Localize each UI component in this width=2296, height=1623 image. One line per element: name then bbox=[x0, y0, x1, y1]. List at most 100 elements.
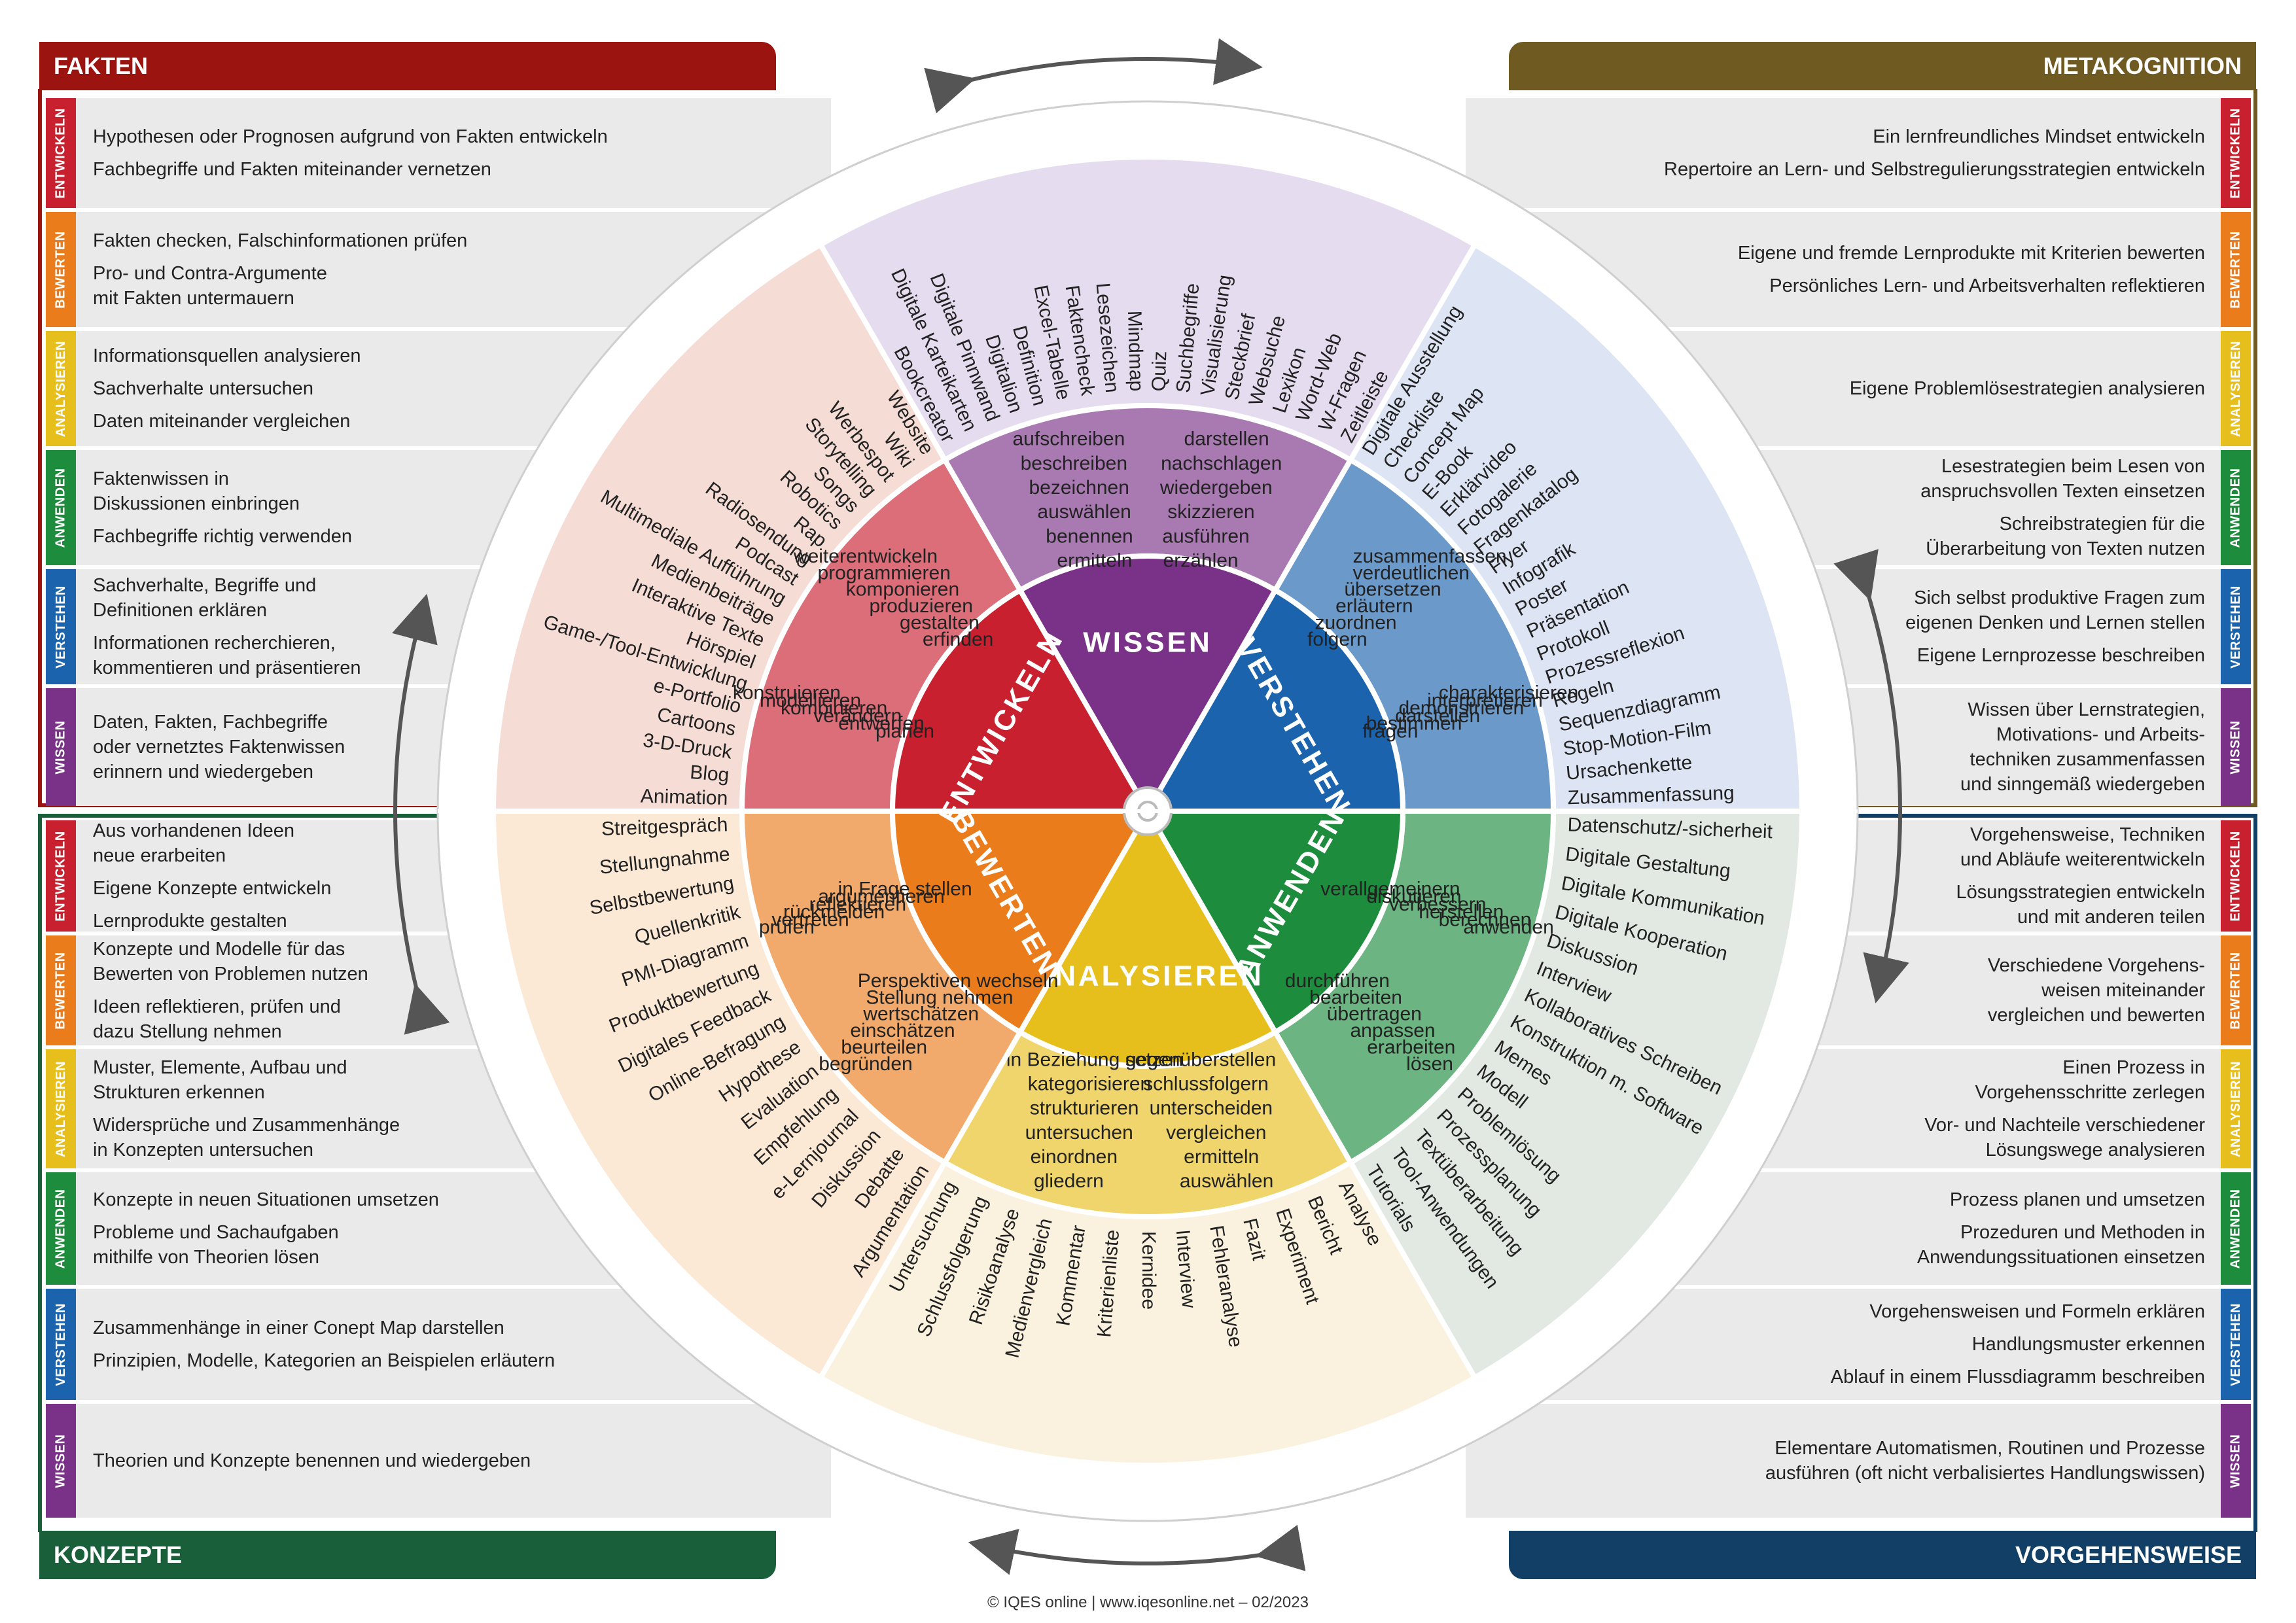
competence-line: Wissen über Lernstrategien, Motivations-… bbox=[1960, 699, 2205, 795]
competence-line: Ablauf in einem Flussdiagramm beschreibe… bbox=[1830, 1367, 2205, 1387]
meta-level-tag: ANWENDEN bbox=[2221, 450, 2251, 565]
verb: skizzieren bbox=[1167, 501, 1254, 523]
verb: demonstrieren bbox=[1398, 697, 1524, 719]
verb: kombinieren bbox=[781, 697, 887, 719]
competence-line: Eigene und fremde Lernprodukte mit Krite… bbox=[1737, 243, 2205, 264]
meta-level-tag: WISSEN bbox=[2221, 688, 2251, 806]
fakten-row-text: Sachverhalte, Begriffe und Definitionen … bbox=[93, 569, 818, 684]
fakten-row-text: Hypothesen oder Prognosen aufgrund von F… bbox=[93, 98, 818, 208]
competence-line: Fachbegriffe richtig verwenden bbox=[93, 526, 353, 547]
verb: verbessern bbox=[1389, 894, 1486, 915]
konzepte-row-text: Konzepte und Modelle für das Bewerten vo… bbox=[93, 935, 818, 1045]
verb: darstellen bbox=[1395, 705, 1480, 727]
sector-analysieren-core bbox=[1016, 805, 1279, 1069]
header-metakognition: METAKOGNITION bbox=[1509, 42, 2256, 90]
header-metakognition-title: METAKOGNITION bbox=[2043, 52, 2242, 79]
meta-level-tag: ENTWICKELN bbox=[2221, 98, 2251, 208]
competence-line: Persönliches Lern- und Arbeitsverhalten … bbox=[1769, 275, 2205, 296]
cycle-arrow-right bbox=[1833, 549, 1909, 1003]
competence-line: Lesestrategien beim Lesen von anspruchsv… bbox=[1920, 456, 2205, 502]
verb: benennen bbox=[1046, 525, 1133, 547]
competence-line: Probleme und Sachaufgaben mithilfe von T… bbox=[93, 1222, 339, 1268]
verb: weiterentwickeln bbox=[793, 546, 938, 567]
competence-line: Vor- und Nachteile verschiedener Lösungs… bbox=[1924, 1115, 2205, 1161]
vorgehen-row-text: Einen Prozess in Vorgehensschritte zerle… bbox=[1479, 1049, 2205, 1168]
competence-line: Lösungsstrategien entwickeln und mit and… bbox=[1956, 882, 2205, 928]
verb: lösen bbox=[1406, 1053, 1453, 1075]
header-konzepte-title: KONZEPTE bbox=[54, 1541, 183, 1568]
meta-row-text: Wissen über Lernstrategien, Motivations-… bbox=[1479, 688, 2205, 806]
competence-line: Eigene Konzepte entwickeln bbox=[93, 878, 332, 899]
verb: erzählen bbox=[1163, 550, 1239, 571]
competence-line: Fachbegriffe und Fakten miteinander vern… bbox=[93, 159, 491, 180]
verb: entwerfen bbox=[838, 713, 925, 735]
competence-line: Sachverhalte, Begriffe und Definitionen … bbox=[93, 575, 317, 621]
verb: reflektieren bbox=[809, 894, 906, 915]
verb: bestimmen bbox=[1366, 713, 1462, 735]
competence-line: Handlungsmuster erkennen bbox=[1971, 1334, 2205, 1355]
vorgehen-level-tag: ENTWICKELN bbox=[2221, 820, 2251, 932]
fakten-level-tag: BEWERTEN bbox=[46, 212, 76, 327]
verb: Stellung nehmen bbox=[866, 986, 1013, 1008]
footer-copyright: © IQES online | www.iqesonline.net – 02/… bbox=[987, 1594, 1309, 1611]
verb: bezeichnen bbox=[1029, 477, 1129, 498]
verb: folgern bbox=[1307, 629, 1368, 650]
competence-line: Informationen recherchieren, kommentiere… bbox=[93, 633, 361, 678]
verb: zusammenfassen bbox=[1352, 546, 1506, 567]
header-konzepte: KONZEPTE bbox=[39, 1531, 776, 1579]
verb: wiedergeben bbox=[1159, 477, 1273, 498]
verb: vertreten bbox=[771, 909, 849, 930]
verb: einordnen bbox=[1031, 1146, 1118, 1168]
vorgehen-level-tag: VERSTEHEN bbox=[2221, 1289, 2251, 1400]
verb: einschätzen bbox=[850, 1020, 955, 1041]
competence-line: Hypothesen oder Prognosen aufgrund von F… bbox=[93, 126, 608, 147]
competence-line: Sich selbst produktive Fragen zum eigene… bbox=[1905, 587, 2205, 633]
sector-wissen-core bbox=[1016, 553, 1279, 817]
vorgehen-row-text: Verschiedene Vorgehens- weisen miteinand… bbox=[1479, 935, 2205, 1045]
verb: beschreiben bbox=[1021, 453, 1127, 474]
cycle-arrow-bottom bbox=[968, 1524, 1306, 1575]
verb: begründen bbox=[819, 1053, 912, 1075]
verb: beurteilen bbox=[841, 1037, 927, 1058]
competence-line: Vorgehensweise, Techniken und Abläufe we… bbox=[1960, 824, 2205, 870]
verb: ermitteln bbox=[1057, 550, 1132, 571]
cycle-arrow-left bbox=[392, 593, 450, 1035]
competence-line: Widersprüche und Zusammenhänge in Konzep… bbox=[93, 1115, 400, 1161]
verb: erarbeiten bbox=[1367, 1037, 1455, 1058]
verb: anwenden bbox=[1463, 916, 1553, 938]
vorgehen-level-tag: WISSEN bbox=[2221, 1404, 2251, 1518]
fakten-row-text: Daten, Fakten, Fachbegriffe oder vernetz… bbox=[93, 688, 818, 806]
meta-row-text: Lesestrategien beim Lesen von anspruchsv… bbox=[1479, 450, 2205, 565]
sector-bewerten-core bbox=[889, 809, 1152, 1036]
vorgehen-level-tag: ANALYSIEREN bbox=[2221, 1049, 2251, 1168]
product-item: Blog bbox=[689, 761, 730, 786]
konzepte-level-tag: VERSTEHEN bbox=[46, 1289, 76, 1400]
konzepte-row-text: Muster, Elemente, Aufbau und Strukturen … bbox=[93, 1049, 818, 1168]
vorgehen-row-text: Vorgehensweise, Techniken und Abläufe we… bbox=[1479, 820, 2205, 932]
verb: aufschreiben bbox=[1013, 428, 1125, 450]
verb: vergleichen bbox=[1166, 1122, 1266, 1143]
sector-anwenden-core bbox=[1143, 809, 1406, 1036]
vorgehen-level-tag: BEWERTEN bbox=[2221, 935, 2251, 1045]
product-item: Streitgespräch bbox=[601, 814, 728, 840]
verb: ermitteln bbox=[1184, 1146, 1259, 1168]
verb: interpretieren bbox=[1427, 689, 1543, 711]
konzepte-row-text: Zusammenhänge in einer Conept Map darste… bbox=[93, 1289, 818, 1400]
competence-line: Theorien und Konzepte benennen und wiede… bbox=[93, 1450, 531, 1471]
verb: durchführen bbox=[1285, 970, 1390, 992]
verb: übersetzen bbox=[1344, 579, 1441, 601]
verb: herstellen bbox=[1419, 901, 1504, 923]
verb: wertschätzen bbox=[862, 1003, 979, 1025]
verb: in Frage stellen bbox=[838, 878, 972, 899]
cycle-arrow-top bbox=[924, 38, 1263, 114]
verb: gegenüberstellen bbox=[1125, 1049, 1276, 1070]
meta-row-text: Sich selbst produktive Fragen zum eigene… bbox=[1479, 569, 2205, 684]
verb: verallgemeinern bbox=[1320, 878, 1460, 899]
header-fakten-title: FAKTEN bbox=[54, 52, 148, 79]
competence-line: Informationsquellen analysieren bbox=[93, 345, 361, 366]
